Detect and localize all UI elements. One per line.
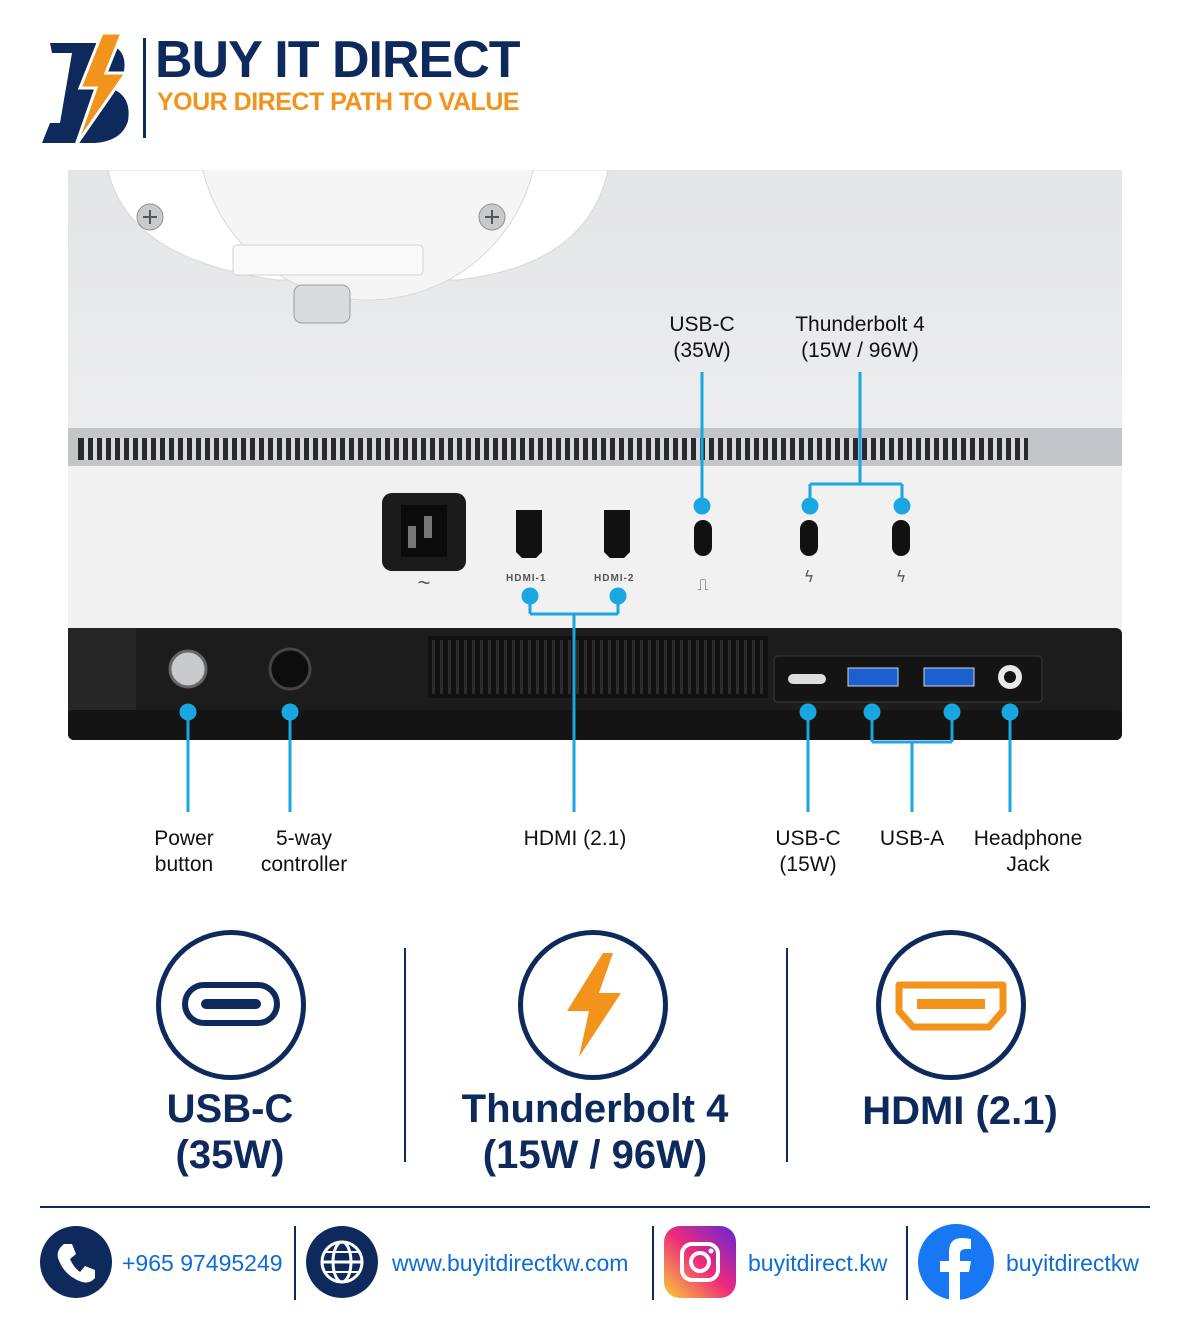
brand-tagline: YOUR DIRECT PATH TO VALUE (157, 88, 520, 116)
phone-number-link[interactable]: +965 97495249 (122, 1250, 283, 1276)
footer-separator (652, 1226, 654, 1300)
feature-thunderbolt-label: Thunderbolt 4 (15W / 96W) (461, 1087, 729, 1177)
callout-usbc-35w: USB-C (35W) (669, 313, 735, 362)
instagram-icon (664, 1226, 736, 1298)
hdmi-port-icon (876, 930, 1026, 1080)
usb-c-port-icon (156, 930, 306, 1080)
brand-logo (40, 31, 140, 148)
website-link[interactable]: www.buyitdirectkw.com (392, 1250, 629, 1276)
hdmi1-marking: HDMI-1 (506, 573, 547, 584)
footer-separator (906, 1226, 908, 1300)
callout-5way-controller: 5-way controller (260, 827, 348, 876)
feature-divider (786, 948, 788, 1162)
footer-separator (294, 1226, 296, 1300)
globe-icon (306, 1226, 378, 1298)
feature-hdmi-label: HDMI (2.1) (862, 1089, 1058, 1133)
callout-usba: USB-A (879, 827, 945, 850)
callout-thunderbolt: Thunderbolt 4 (15W / 96W) (795, 313, 925, 362)
svg-text:ϟ: ϟ (896, 567, 907, 586)
feature-usbc-label: USB-C (35W) (166, 1087, 294, 1177)
callout-hdmi: HDMI (2.1) (523, 827, 627, 850)
svg-text:⎍: ⎍ (697, 575, 708, 594)
feature-divider (404, 948, 406, 1162)
vent-grille (78, 438, 1028, 460)
callout-usbc-15w: USB-C (15W) (775, 827, 841, 876)
svg-text:~: ~ (418, 570, 431, 595)
callout-power-button: Power button (154, 827, 214, 876)
monitor-rear-panel: ~ ⎍ ϟ ϟ (68, 0, 1122, 740)
brand-divider (143, 38, 146, 138)
lightning-bolt-icon (518, 930, 668, 1080)
hdmi2-marking: HDMI-2 (594, 573, 635, 584)
facebook-icon (918, 1224, 994, 1300)
instagram-handle-link[interactable]: buyitdirect.kw (748, 1250, 888, 1276)
svg-text:ϟ: ϟ (804, 567, 815, 586)
phone-icon (40, 1226, 112, 1298)
callout-lines (179, 372, 1019, 812)
footer-divider (40, 1206, 1150, 1208)
brand-name: BUY IT DIRECT (155, 31, 521, 89)
facebook-handle-link[interactable]: buyitdirectkw (1006, 1250, 1139, 1276)
callout-headphone-jack: Headphone Jack (973, 827, 1083, 876)
